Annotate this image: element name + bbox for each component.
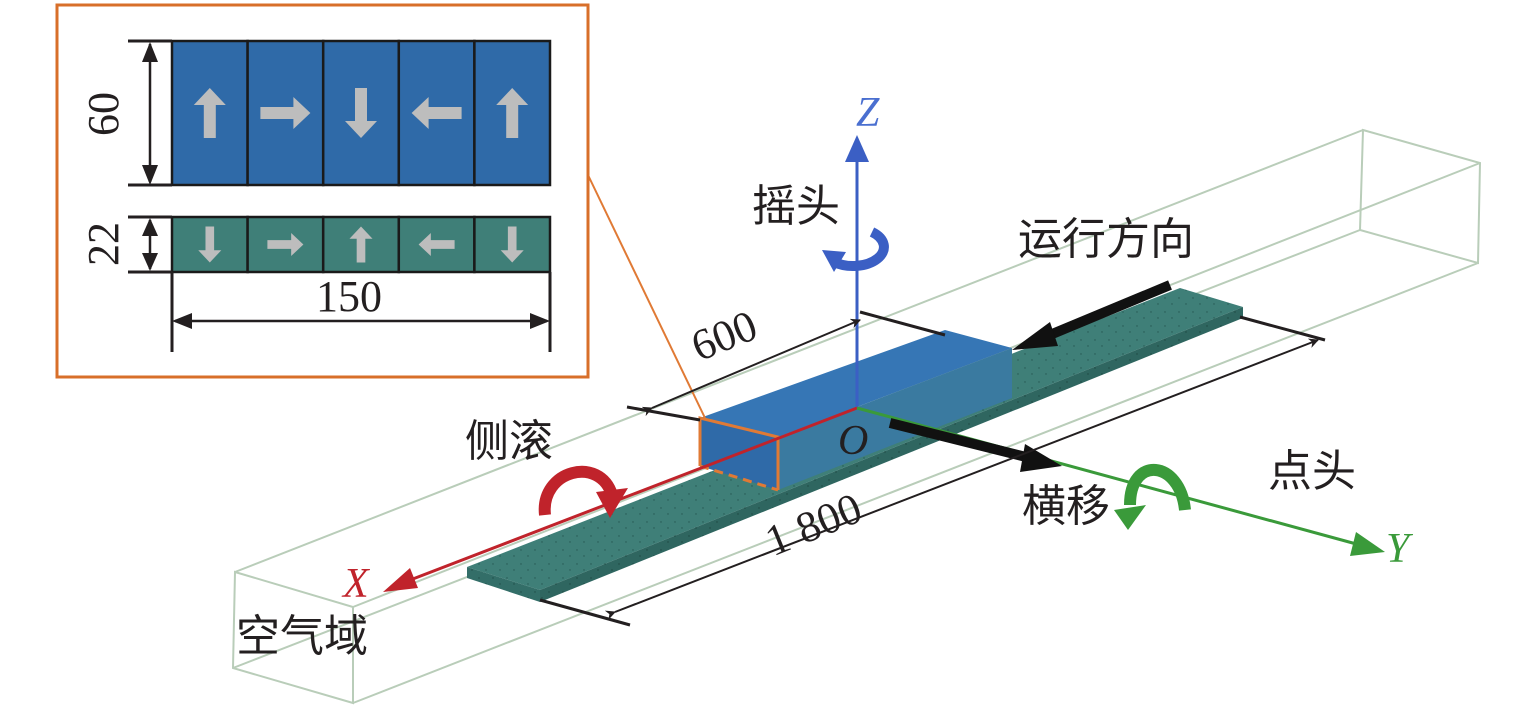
- inset-detail: [55, 3, 590, 379]
- pitch-label: 点头: [1268, 446, 1356, 497]
- magnet-height-label: 60: [79, 92, 128, 136]
- magnetization-arrow-down-icon: [345, 88, 377, 138]
- roll-label: 侧滚: [465, 416, 553, 467]
- roll-rotation-icon: [538, 465, 628, 518]
- dimension-22: [128, 215, 172, 274]
- plate-cell: [397, 215, 476, 274]
- yaw-label: 摇头: [752, 181, 840, 232]
- plate-thickness-label: 22: [79, 222, 128, 266]
- magnetization-arrow-right-icon: [260, 97, 311, 129]
- magnet-cell: [397, 39, 476, 187]
- plate-cell: [321, 215, 401, 274]
- plate-cell: [246, 215, 325, 274]
- dimension-150: [170, 272, 552, 352]
- magnet-cell: [170, 39, 249, 187]
- magnetization-arrow-down-icon: [500, 226, 524, 263]
- x-axis-label: X: [343, 561, 369, 607]
- yaw-rotation-icon: [822, 227, 889, 272]
- magnetization-arrow-left-icon: [418, 232, 455, 257]
- magnet-cell: [473, 39, 552, 187]
- z-axis-label: Z: [856, 90, 880, 136]
- inset-width-label: 150: [316, 272, 382, 321]
- magnet-cell: [321, 39, 401, 187]
- sway-label: 横移: [1022, 481, 1110, 532]
- travel-direction-label: 运行方向: [1018, 214, 1194, 265]
- magnetization-arrow-down-icon: [198, 226, 222, 263]
- magnetization-arrow-up-icon: [349, 226, 373, 263]
- magnetization-arrow-up-icon: [496, 88, 529, 138]
- air-domain-label: 空气域: [236, 611, 368, 662]
- magnetization-arrow-right-icon: [267, 232, 304, 257]
- magnet-cell: [246, 39, 325, 187]
- magnet-array: [170, 39, 552, 187]
- magnetization-arrow-left-icon: [411, 97, 462, 129]
- origin-label: O: [838, 418, 869, 464]
- pitch-rotation-icon: [1114, 463, 1191, 530]
- plate-array: [170, 215, 552, 274]
- plate-cell: [170, 215, 249, 274]
- dimension-1800: [539, 315, 1326, 627]
- y-axis-label: Y: [1386, 526, 1410, 572]
- plate-cell: [473, 215, 552, 274]
- magnetization-arrow-up-icon: [193, 88, 226, 138]
- dimension-60: [128, 39, 172, 187]
